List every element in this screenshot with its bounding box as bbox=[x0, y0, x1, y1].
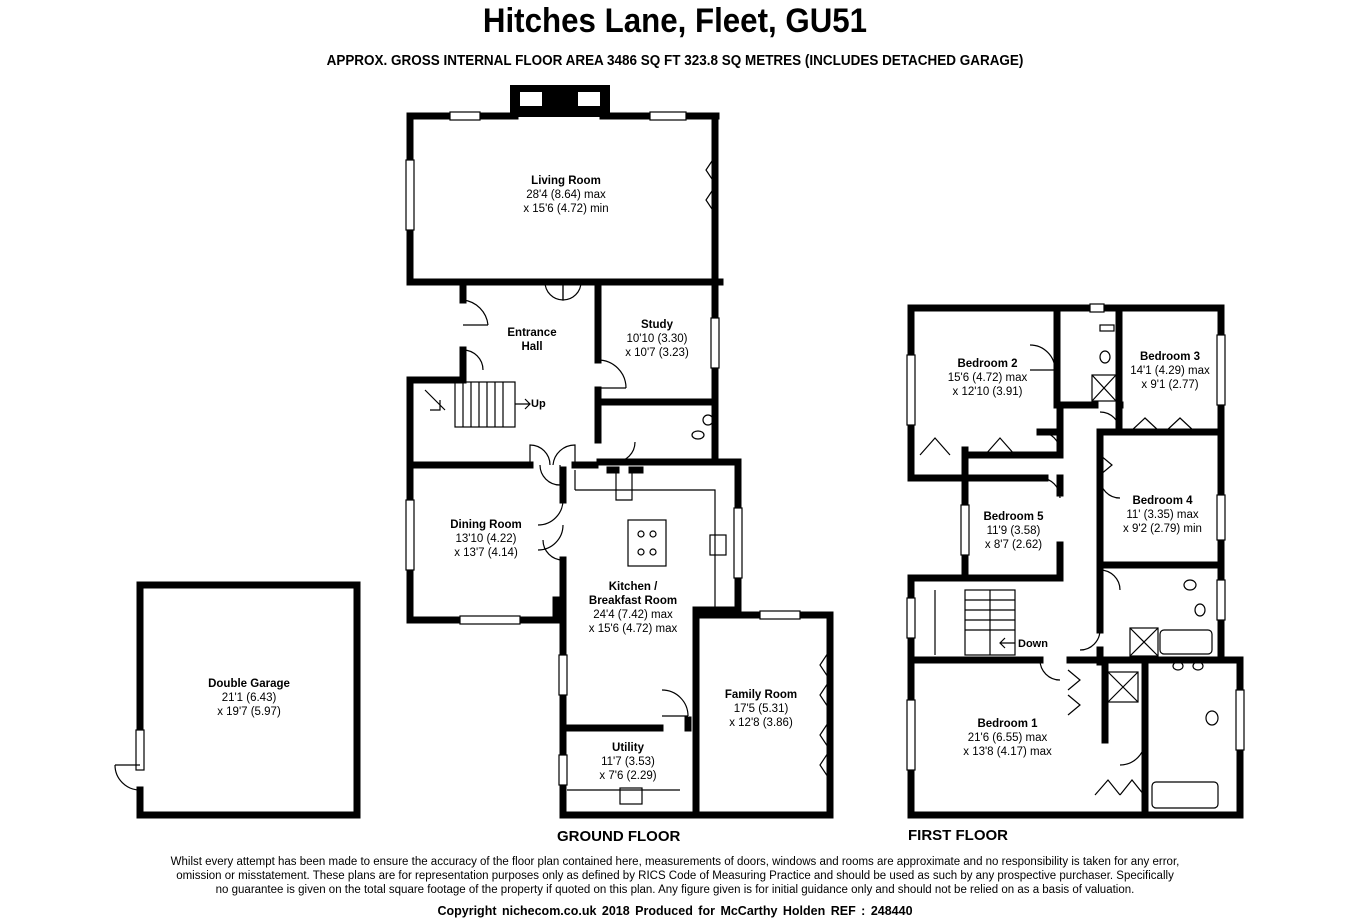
bedroom-2-label: Bedroom 2 15'6 (4.72) max x 12'10 (3.91) bbox=[947, 358, 1028, 398]
entrance-hall-label: Entrance Hall bbox=[507, 327, 557, 353]
living-room-label: Living Room 28'4 (8.64) max x 15'6 (4.72… bbox=[523, 175, 609, 215]
floor-area-subtitle: APPROX. GROSS INTERNAL FLOOR AREA 3486 S… bbox=[326, 53, 1024, 69]
double-garage-label: Double Garage 21'1 (6.43) x 19'7 (5.97) bbox=[208, 678, 290, 718]
entrance-hall-walls bbox=[406, 278, 560, 624]
disclaimer-line-2: omission or misstatement. These plans ar… bbox=[176, 870, 1174, 882]
utility-label: Utility 11'7 (3.53) x 7'6 (2.29) bbox=[599, 742, 657, 782]
bedroom-5-label: Bedroom 5 11'9 (3.58) x 8'7 (2.62) bbox=[983, 511, 1044, 551]
copyright-line: Copyright nichecom.co.uk 2018 Produced f… bbox=[437, 904, 913, 918]
stairs-down-label: Down bbox=[1018, 638, 1048, 650]
stairs-up-label: Up bbox=[531, 398, 546, 410]
kitchen-breakfast-label: Kitchen / Breakfast Room 24'4 (7.42) max… bbox=[588, 581, 678, 635]
bedroom-4-label: Bedroom 4 11' (3.35) max x 9'2 (2.79) mi… bbox=[1123, 495, 1202, 535]
bedroom-1-label: Bedroom 1 21'6 (6.55) max x 13'8 (4.17) … bbox=[963, 718, 1052, 758]
dining-room-label: Dining Room 13'10 (4.22) x 13'7 (4.14) bbox=[450, 519, 522, 559]
disclaimer-line-1: Whilst every attempt has been made to en… bbox=[170, 856, 1180, 868]
plan-title: Hitches Lane, Fleet, GU51 bbox=[482, 2, 868, 40]
bedroom-3-label: Bedroom 3 14'1 (4.29) max x 9'1 (2.77) bbox=[1130, 351, 1210, 391]
family-room-label: Family Room 17'5 (5.31) x 12'8 (3.86) bbox=[724, 689, 798, 729]
disclaimer-line-3: no guarantee is given on the total squar… bbox=[215, 884, 1135, 896]
living-room-walls bbox=[406, 112, 724, 286]
first-floor-label: FIRST FLOOR bbox=[908, 827, 1008, 844]
garage-walls bbox=[136, 581, 361, 819]
ground-floor-label: GROUND FLOOR bbox=[557, 828, 681, 845]
study-label: Study 10'10 (3.30) x 10'7 (3.23) bbox=[625, 319, 689, 359]
study-walls bbox=[594, 281, 719, 466]
disclaimer-text: Whilst every attempt has been made to en… bbox=[100, 855, 1250, 897]
